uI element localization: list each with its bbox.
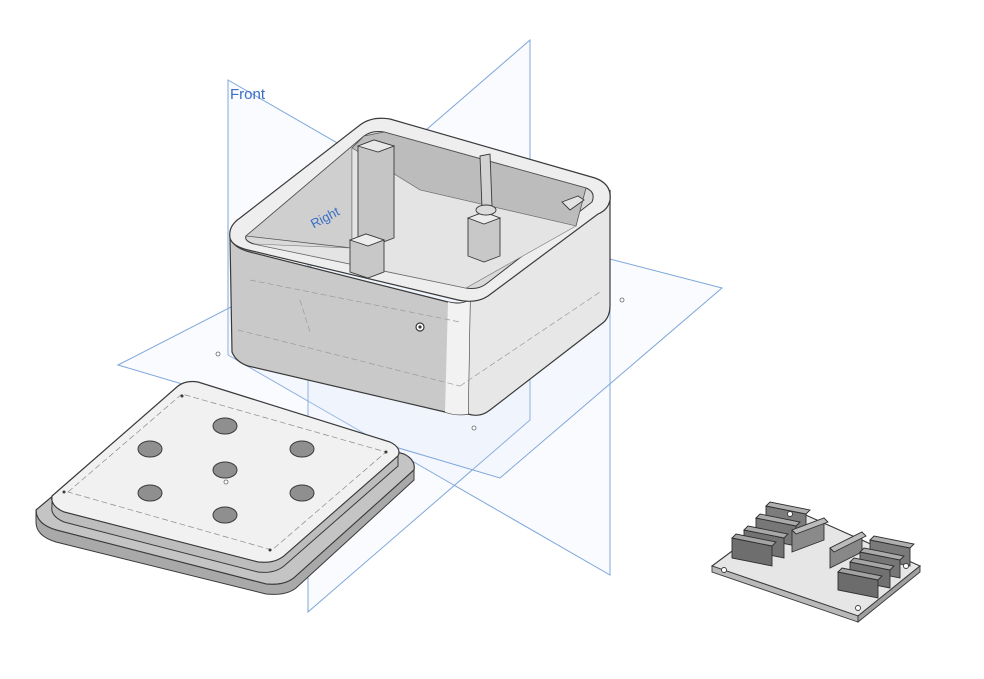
plate-holes <box>137 417 315 524</box>
enclosure-box[interactable] <box>229 117 611 416</box>
front-plane-label: Front <box>230 86 266 103</box>
standoff-posts <box>348 139 585 279</box>
header-pcb[interactable] <box>710 501 922 623</box>
base-lid[interactable] <box>35 380 415 595</box>
